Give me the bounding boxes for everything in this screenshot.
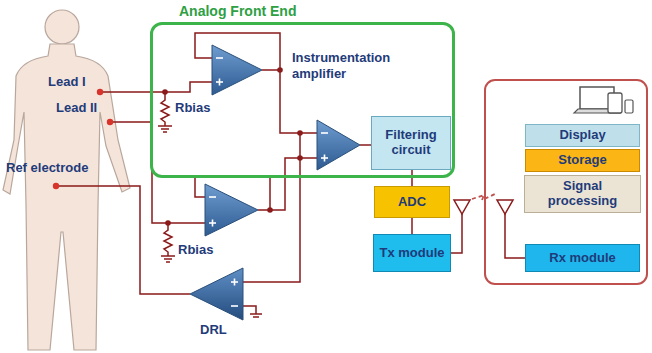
plus-sign — [234, 279, 236, 286]
resistor-symbol — [164, 223, 172, 256]
junction-dot — [297, 130, 303, 136]
ground-symbol — [161, 128, 169, 130]
electrode-dot — [53, 183, 59, 189]
minus-sign — [216, 57, 223, 59]
ground-symbol — [158, 125, 172, 127]
storage-box: Storage — [525, 149, 640, 172]
ref-wire — [56, 186, 190, 294]
resistor-symbol — [161, 92, 169, 126]
amp-wire — [258, 158, 317, 210]
receiver-panel — [485, 80, 647, 284]
node-text: Signal processing — [529, 179, 636, 209]
amplifier-label: DRL — [200, 322, 227, 338]
node-text: Tx module — [379, 246, 444, 261]
electrode-label: Ref electrode — [6, 160, 88, 176]
plus-sign — [212, 220, 214, 227]
tx-box: Tx module — [373, 234, 451, 272]
wireless-link — [472, 194, 495, 200]
tablet — [608, 93, 622, 113]
electrode-dot — [97, 89, 103, 95]
plus-sign — [324, 155, 326, 162]
minus-sign — [231, 305, 238, 307]
antennas — [454, 200, 513, 214]
body-figure — [3, 44, 130, 350]
processing-box: Signal processing — [524, 175, 641, 213]
rx-box: Rx module — [525, 244, 640, 272]
node-text: ADC — [398, 195, 426, 210]
ground-symbol — [250, 313, 262, 315]
signal-connector — [411, 170, 413, 186]
junction-dot — [297, 155, 303, 161]
node-text: Rx module — [549, 251, 615, 266]
lead-label: Lead I — [48, 74, 86, 90]
resistor-label: Rbias — [178, 242, 213, 258]
opamp-symbol — [190, 268, 243, 320]
node-text: Filtering circuit — [376, 128, 446, 158]
opamp-symbol — [205, 184, 258, 236]
body-head — [45, 10, 79, 44]
minus-sign — [321, 132, 328, 134]
amplifier-label: Instrumentation amplifier — [292, 50, 404, 81]
ground-symbol — [166, 261, 170, 263]
junction-dot — [267, 207, 273, 213]
drl-wire — [243, 306, 256, 314]
junction-dot — [277, 67, 283, 73]
node-text: Storage — [558, 153, 606, 168]
opamp-symbol — [212, 45, 262, 95]
antenna-symbol — [497, 200, 513, 214]
lead-i-wire — [100, 82, 212, 92]
antenna-wire — [450, 214, 462, 253]
signal-connector — [411, 218, 413, 234]
ground-symbol — [164, 258, 172, 260]
display-box: Display — [525, 124, 640, 147]
opamp-symbol — [317, 120, 360, 170]
ground-symbol — [253, 316, 259, 318]
junction-dot — [165, 220, 171, 226]
junction-dot — [162, 89, 168, 95]
filter-box: Filtering circuit — [371, 116, 451, 170]
phone — [625, 100, 633, 113]
lead-label: Lead II — [56, 100, 97, 116]
lead-ii-wire — [110, 122, 205, 223]
node-text: Display — [559, 128, 605, 143]
antenna-wire — [505, 214, 525, 258]
ground-symbol — [163, 131, 167, 133]
electrode-dot — [107, 119, 113, 125]
antenna-symbol — [454, 200, 470, 214]
device-icon — [574, 87, 633, 113]
group-heading: Analog Front End — [179, 3, 296, 19]
plus-sign — [219, 79, 221, 86]
input-signs — [209, 58, 328, 306]
adc-box: ADC — [374, 186, 450, 218]
resistor-label: Rbias — [175, 100, 210, 116]
ground-symbol — [161, 255, 175, 257]
amplifiers — [190, 45, 360, 320]
minus-sign — [209, 196, 216, 198]
